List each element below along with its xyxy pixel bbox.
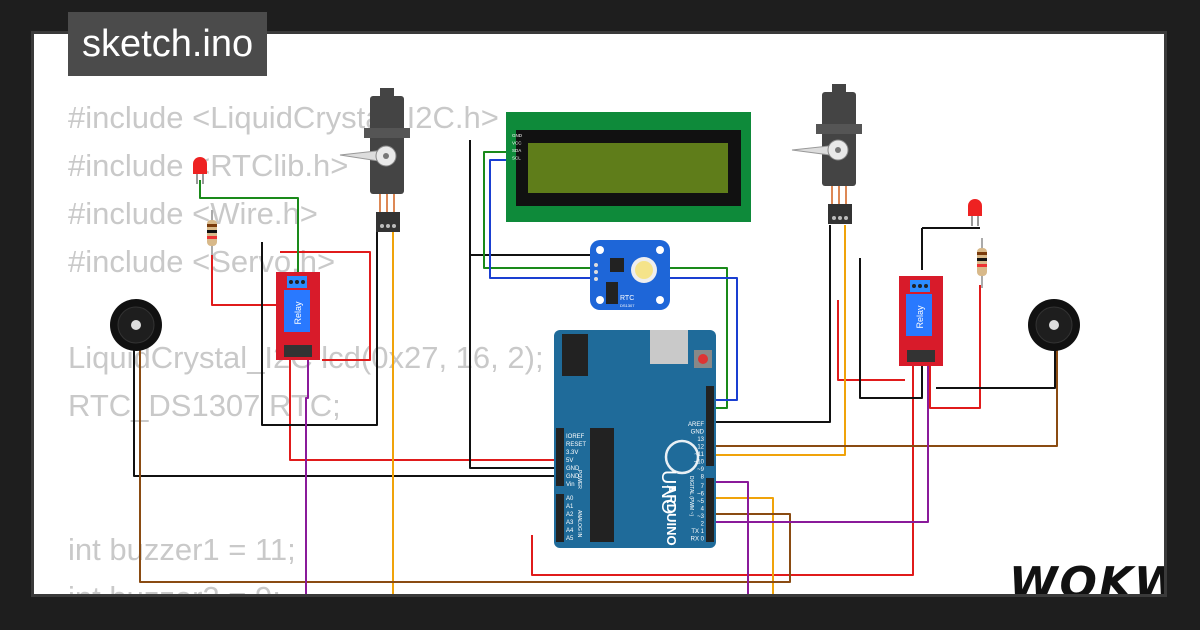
led-left[interactable] bbox=[193, 157, 207, 184]
pin-label: 8 bbox=[701, 475, 705, 481]
servo-left[interactable] bbox=[339, 88, 410, 232]
file-title-tab[interactable]: sketch.ino bbox=[68, 12, 268, 76]
rtc-sub-label: DS1307 bbox=[620, 303, 635, 308]
wire-brown bbox=[714, 345, 1058, 447]
code-background: #include <LiquidCrystal_I2C.h> #include … bbox=[68, 94, 544, 594]
buzzer-left[interactable] bbox=[110, 299, 162, 351]
wire-black bbox=[469, 140, 562, 469]
wire-black bbox=[714, 225, 831, 423]
wire-black bbox=[261, 232, 378, 426]
buzzer-right[interactable] bbox=[1028, 299, 1080, 351]
code-line: #include <RTClib.h> bbox=[68, 148, 349, 183]
pin-label: 7 bbox=[701, 484, 705, 490]
pin-label: 4 bbox=[701, 507, 705, 513]
arduino-brand: ARDUINO bbox=[664, 485, 679, 546]
pin-label: Vin bbox=[566, 482, 575, 488]
pin-label: A2 bbox=[566, 512, 574, 518]
pin-label: 13 bbox=[697, 437, 704, 443]
pin-label: A4 bbox=[566, 528, 574, 534]
wire-red bbox=[280, 251, 371, 361]
arduino-model: UNO bbox=[657, 470, 679, 514]
lcd-pin-label: VCC bbox=[512, 141, 522, 146]
pin-label: ~10 bbox=[694, 460, 705, 466]
led-right[interactable] bbox=[968, 199, 982, 226]
wokwi-logo: WOKWi bbox=[1009, 558, 1164, 594]
pin-label: 5V bbox=[566, 458, 573, 464]
lcd-pin-label: GND bbox=[512, 133, 523, 138]
wire-green bbox=[199, 180, 299, 272]
pin-label: A1 bbox=[566, 504, 574, 510]
wire-black bbox=[133, 344, 562, 477]
pin-label: ~5 bbox=[697, 499, 705, 505]
pin-label: A3 bbox=[566, 520, 574, 526]
pin-label: A5 bbox=[566, 536, 574, 542]
pin-label: GND bbox=[566, 466, 580, 472]
code-line: #include <Wire.h> bbox=[68, 196, 318, 231]
relay-left-label: Relay bbox=[293, 301, 303, 325]
resistor-left[interactable] bbox=[207, 210, 217, 255]
wire-red bbox=[929, 285, 981, 409]
pin-label: ~11 bbox=[694, 452, 704, 458]
pin-label: 2 bbox=[701, 522, 705, 528]
simulation-canvas[interactable]: #include <LiquidCrystal_I2C.h> #include … bbox=[31, 31, 1167, 597]
lcd-pin-label: SDA bbox=[512, 148, 521, 153]
pin-label: A0 bbox=[566, 496, 574, 502]
lcd-display[interactable]: GND VCC SDA SCL bbox=[506, 112, 751, 222]
pin-label: GND bbox=[566, 474, 580, 480]
resistor-right[interactable] bbox=[977, 238, 987, 288]
pin-label: 12 bbox=[697, 445, 704, 451]
pin-label: ~3 bbox=[697, 514, 705, 520]
rtc-label: RTC bbox=[620, 295, 634, 302]
pin-label: ~9 bbox=[697, 467, 705, 473]
wire-brown bbox=[139, 345, 791, 583]
circuit-diagram: GND VCC SDA SCL RTC DS1307 Relay bbox=[110, 84, 1080, 594]
arduino-uno[interactable]: ARDUINO UNO IOREFRESET3.3V5VGNDGNDVinA0A… bbox=[554, 330, 716, 548]
pin-label: TX 1 bbox=[691, 529, 704, 535]
code-line: RTC_DS1307 RTC; bbox=[68, 388, 341, 423]
relay-right[interactable]: Relay bbox=[899, 276, 943, 366]
analog-label: ANALOG IN bbox=[576, 510, 582, 538]
pin-label: ~6 bbox=[697, 492, 705, 498]
wire-orange bbox=[714, 497, 774, 594]
code-line: int buzzer2 = 9; bbox=[68, 580, 281, 594]
wire-red bbox=[211, 238, 280, 306]
code-line: int buzzer1 = 11; bbox=[68, 532, 296, 567]
pin-label: 3.3V bbox=[566, 450, 578, 456]
wire-red bbox=[531, 360, 914, 576]
servo-right[interactable] bbox=[791, 84, 862, 224]
wire-black bbox=[936, 345, 1056, 389]
pin-label: RX 0 bbox=[691, 537, 705, 543]
pin-label: IOREF bbox=[566, 434, 585, 440]
lcd-pin-label: SCL bbox=[512, 156, 521, 161]
relay-left[interactable]: Relay bbox=[276, 272, 320, 360]
pin-label: RESET bbox=[566, 442, 586, 448]
pin-label: AREF bbox=[688, 422, 704, 428]
wire-black bbox=[859, 258, 923, 399]
power-label: POWER bbox=[576, 470, 582, 489]
wire-orange bbox=[714, 225, 846, 456]
digital-label: DIGITAL (PWM ~) bbox=[688, 476, 694, 516]
rtc-module[interactable]: RTC DS1307 bbox=[590, 240, 670, 310]
wire-red bbox=[837, 300, 905, 381]
wire-red bbox=[289, 360, 562, 461]
pin-label: GND bbox=[691, 430, 705, 436]
relay-right-label: Relay bbox=[915, 305, 925, 329]
wire-purple bbox=[305, 360, 749, 594]
code-line: #include <LiquidCrystal_I2C.h> bbox=[68, 100, 499, 135]
code-line: LiquidCrystal_I2C lcd(0x27, 16, 2); bbox=[68, 340, 544, 375]
